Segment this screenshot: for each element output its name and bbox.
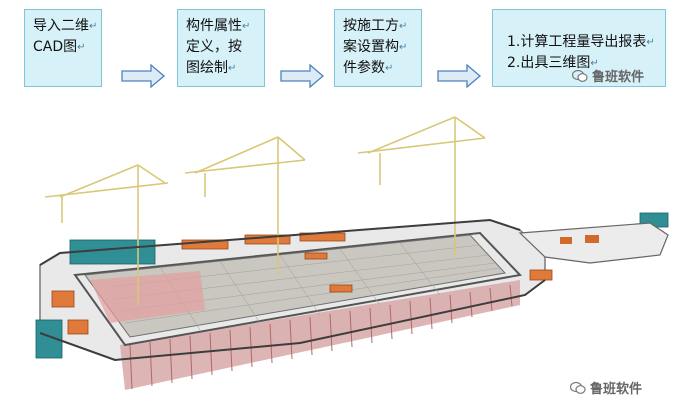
- step-4-line-1: 1.计算工程量导出报表: [507, 34, 647, 50]
- tower-crane-middle: [184, 136, 306, 275]
- step-3-line-1: 按施工方: [343, 18, 399, 34]
- step-3-line-3: 件参数: [343, 60, 385, 76]
- watermark-top-text: 鲁班软件: [592, 70, 645, 85]
- step-2-line-2: 定义，按: [186, 39, 242, 55]
- step-1-line-2: CAD图: [33, 39, 78, 55]
- basement-walls: [90, 271, 205, 323]
- step-3-line-2: 案设置构: [343, 39, 399, 55]
- step-set-parameters: 按施工方↵ 案设置构↵ 件参数↵: [334, 9, 422, 87]
- road-details: [560, 235, 599, 244]
- watermark-bottom-text: 鲁班软件: [590, 382, 643, 397]
- retaining-wall: [73, 231, 523, 347]
- step-4-line-2: 2.出具三维图: [507, 55, 591, 71]
- tower-crane-right: [357, 116, 486, 255]
- step-import-cad: 导入二维↵ CAD图↵: [24, 9, 102, 87]
- step-define-components: 构件属性↵ 定义，按 图绘制↵: [177, 9, 265, 87]
- foundation-piles: [120, 280, 520, 390]
- watermark-top: 鲁班软件: [572, 66, 644, 85]
- step-2-line-1: 构件属性: [186, 18, 242, 34]
- flow-arrow-3: [437, 64, 481, 88]
- step-1-line-1: 导入二维: [33, 18, 89, 34]
- flow-arrow-1: [121, 64, 165, 88]
- tower-crane-left: [44, 164, 169, 305]
- wechat-icon: [570, 381, 586, 394]
- construction-site-3d-model: [35, 116, 669, 390]
- perimeter-fence: [39, 218, 521, 266]
- step-2-line-3: 图绘制: [186, 60, 228, 76]
- material-sheds: [51, 232, 553, 335]
- watermark-bottom: 鲁班软件: [570, 378, 642, 397]
- wechat-icon: [572, 69, 588, 82]
- perimeter-fence-bottom: [39, 279, 546, 362]
- flow-arrow-2: [280, 64, 324, 88]
